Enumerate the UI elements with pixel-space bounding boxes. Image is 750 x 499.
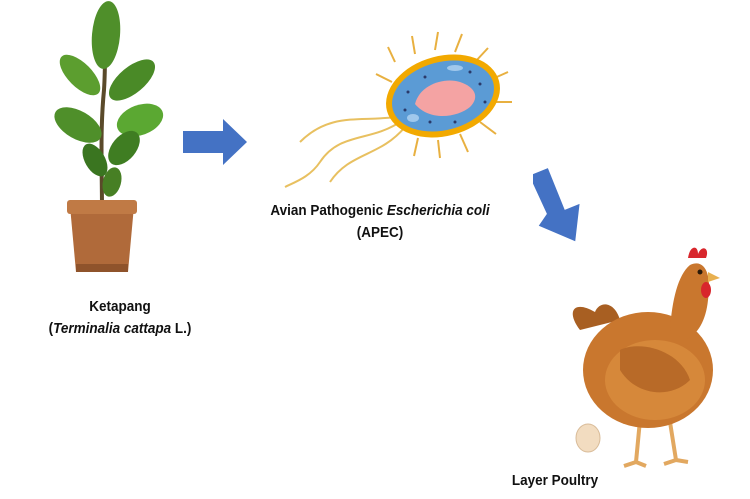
e-coli-bacteria-illustration bbox=[284, 31, 512, 188]
arrow-bacteria-to-poultry bbox=[533, 168, 580, 242]
bacteria-name-italic: Escherichia coli bbox=[386, 202, 490, 219]
layer-hen-illustration bbox=[572, 247, 720, 468]
poultry-label: Layer Poultry bbox=[479, 470, 632, 492]
plant-scientific-italic: Terminalia cattapa bbox=[53, 320, 172, 337]
bacteria-label: Avian Pathogenic Escherichia coli (APEC) bbox=[245, 200, 515, 244]
bacteria-name-line1: Avian Pathogenic Escherichia coli bbox=[270, 202, 490, 219]
bacteria-name-line2: (APEC) bbox=[356, 224, 404, 241]
arrow-plant-to-bacteria bbox=[183, 119, 247, 165]
ketapang-plant-illustration bbox=[54, 1, 164, 272]
plant-scientific-name: (Terminalia cattapa L.) bbox=[48, 320, 192, 337]
plant-label: Ketapang (Terminalia cattapa L.) bbox=[30, 296, 210, 340]
poultry-name: Layer Poultry bbox=[511, 472, 599, 489]
plant-common-name: Ketapang bbox=[89, 298, 151, 315]
